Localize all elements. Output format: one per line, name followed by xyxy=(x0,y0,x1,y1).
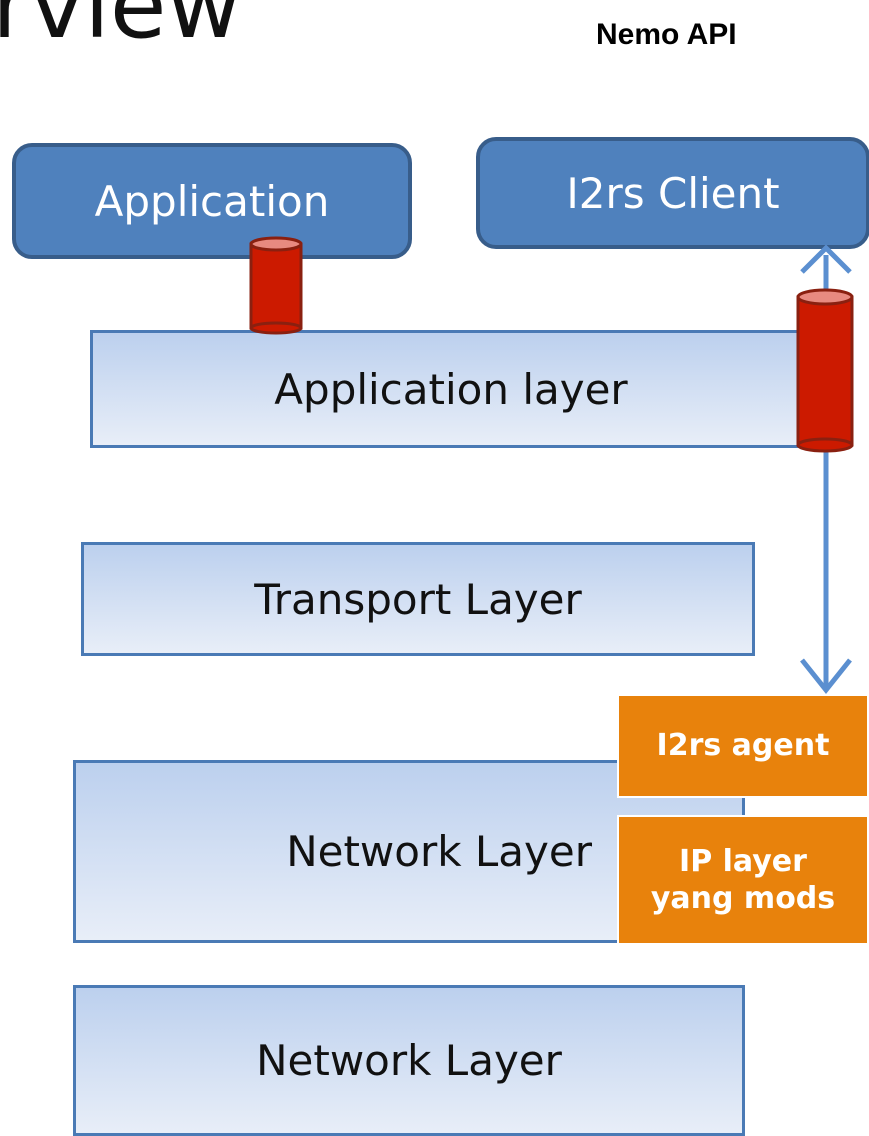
application-label: Application xyxy=(94,176,330,226)
application-layer-box: Application layer xyxy=(90,330,812,448)
transport-layer-label: Transport Layer xyxy=(254,574,582,624)
api-label: Nemo API xyxy=(596,18,737,51)
yang-mods-label: yang mods xyxy=(650,881,836,916)
arrow-head-down xyxy=(800,658,852,695)
application-cylinder xyxy=(249,236,303,335)
network-layer-box-2: Network Layer xyxy=(73,985,745,1136)
client-cylinder xyxy=(796,288,854,453)
i2rs-agent-box: I2rs agent xyxy=(617,694,869,798)
arrow-head-up xyxy=(800,244,852,274)
transport-layer-box: Transport Layer xyxy=(81,542,755,656)
application-layer-label: Application layer xyxy=(274,364,628,414)
slide-title: rview xyxy=(0,0,242,59)
application-box: Application xyxy=(12,143,412,259)
i2rs-client-label: I2rs Client xyxy=(566,168,780,218)
i2rs-client-box: I2rs Client xyxy=(476,137,869,249)
ip-layer-yang-mods-box: IP layer yang mods xyxy=(617,815,869,945)
i2rs-agent-label: I2rs agent xyxy=(656,728,830,764)
network-layer-label-2: Network Layer xyxy=(256,1036,562,1085)
network-layer-label-1: Network Layer xyxy=(286,827,592,876)
ip-layer-label: IP layer xyxy=(679,843,807,879)
